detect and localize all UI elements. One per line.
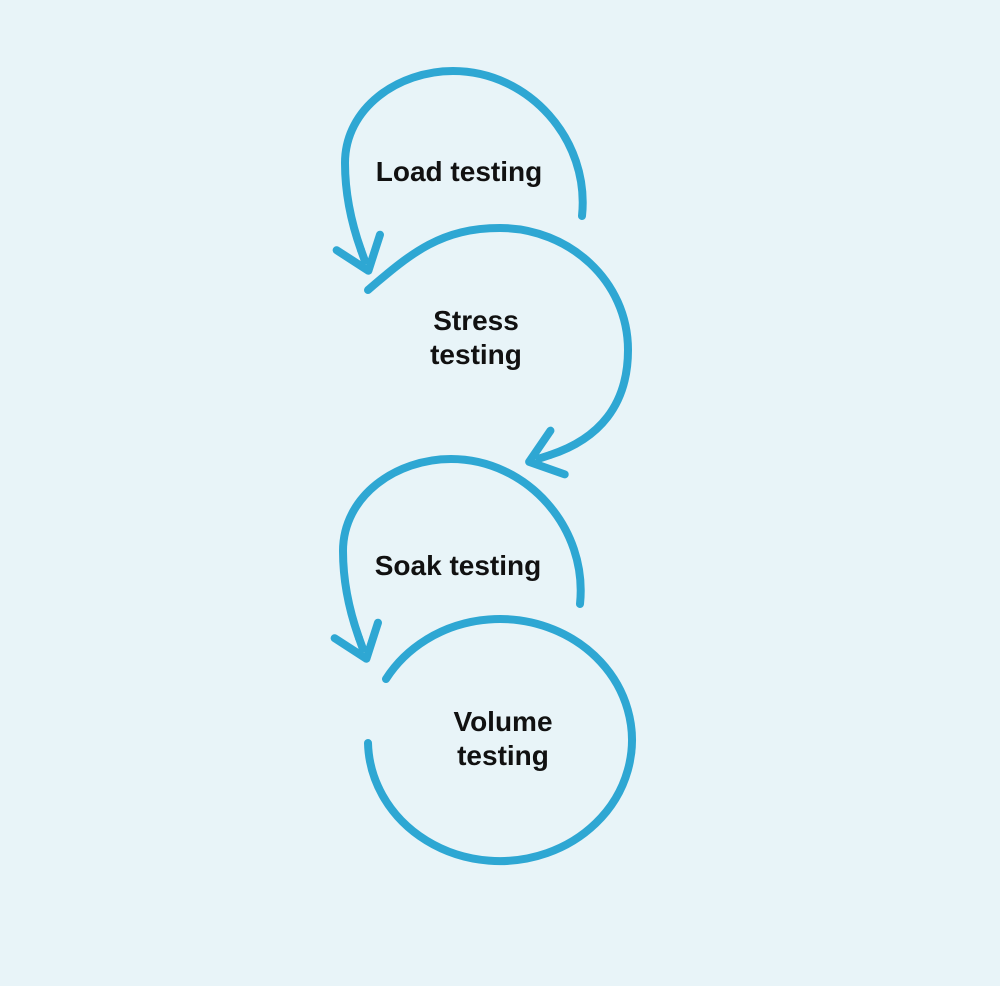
label-volume-testing: Volume testing xyxy=(453,706,553,771)
label-load-testing: Load testing xyxy=(375,156,543,187)
label-soak-testing: Soak testing xyxy=(374,550,542,581)
curved-arrow-stress-testing-icon xyxy=(364,223,633,479)
label-stress-testing: Stress testing xyxy=(430,305,522,370)
curved-arrow-soak-testing-icon xyxy=(330,454,585,663)
curved-arrow-load-testing-icon xyxy=(332,66,587,275)
open-circle-volume-testing-icon xyxy=(364,615,636,866)
